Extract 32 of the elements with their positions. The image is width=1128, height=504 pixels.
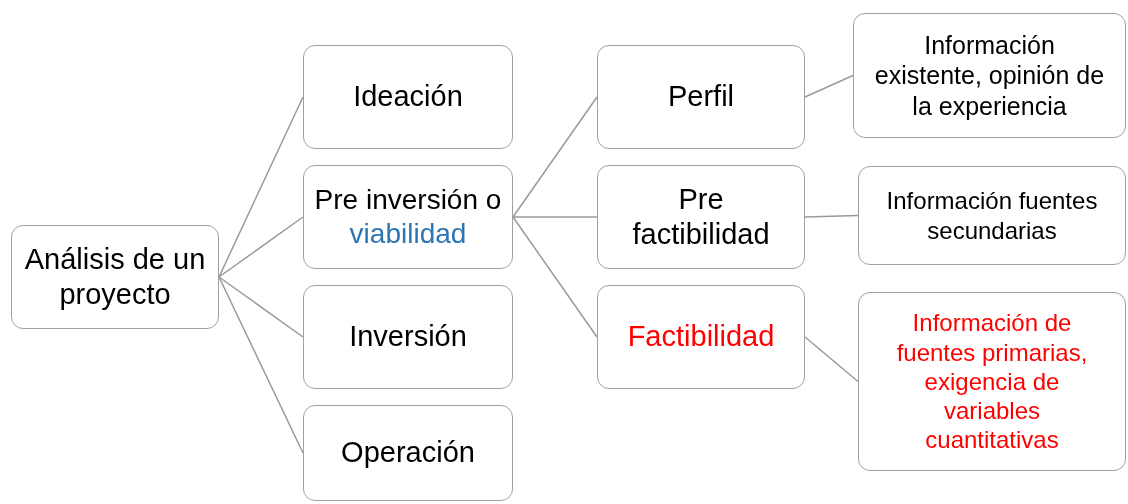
rounded-box <box>597 45 805 149</box>
node-label: Operación <box>341 435 475 471</box>
connector-line <box>512 216 598 218</box>
node-label: Análisis de un proyecto <box>24 241 206 312</box>
rounded-box <box>303 405 513 501</box>
node-label: Pre inversión o viabilidad <box>314 182 502 251</box>
connector-line <box>804 214 859 218</box>
rounded-box <box>11 225 219 329</box>
node-label: Perfil <box>667 79 735 115</box>
node-label: Inversión <box>349 319 467 355</box>
rounded-box <box>597 285 805 389</box>
connector-line <box>804 336 859 383</box>
rounded-box <box>853 13 1126 138</box>
rounded-box <box>597 165 805 269</box>
node-label: Pre factibilidad <box>631 181 771 252</box>
connector-line <box>218 276 304 454</box>
node-label: Información existente, opinión de la experiencia <box>874 29 1105 122</box>
connector-line <box>218 216 304 278</box>
rounded-box <box>303 165 513 269</box>
node-label: Factibilidad <box>627 319 775 355</box>
node-label: Información fuentes secundarias <box>885 186 1099 245</box>
rounded-box <box>303 285 513 389</box>
connector-line <box>218 96 304 278</box>
rounded-box <box>858 166 1126 265</box>
connector-line <box>218 276 304 338</box>
connector-line <box>512 96 598 218</box>
connector-line <box>512 216 598 338</box>
node-label: Información de fuentes primarias, exigencia de variables cuantitativas <box>895 308 1089 455</box>
node-label: Ideación <box>353 79 463 115</box>
connector-line <box>804 74 854 98</box>
rounded-box <box>858 292 1126 471</box>
rounded-box <box>303 45 513 149</box>
